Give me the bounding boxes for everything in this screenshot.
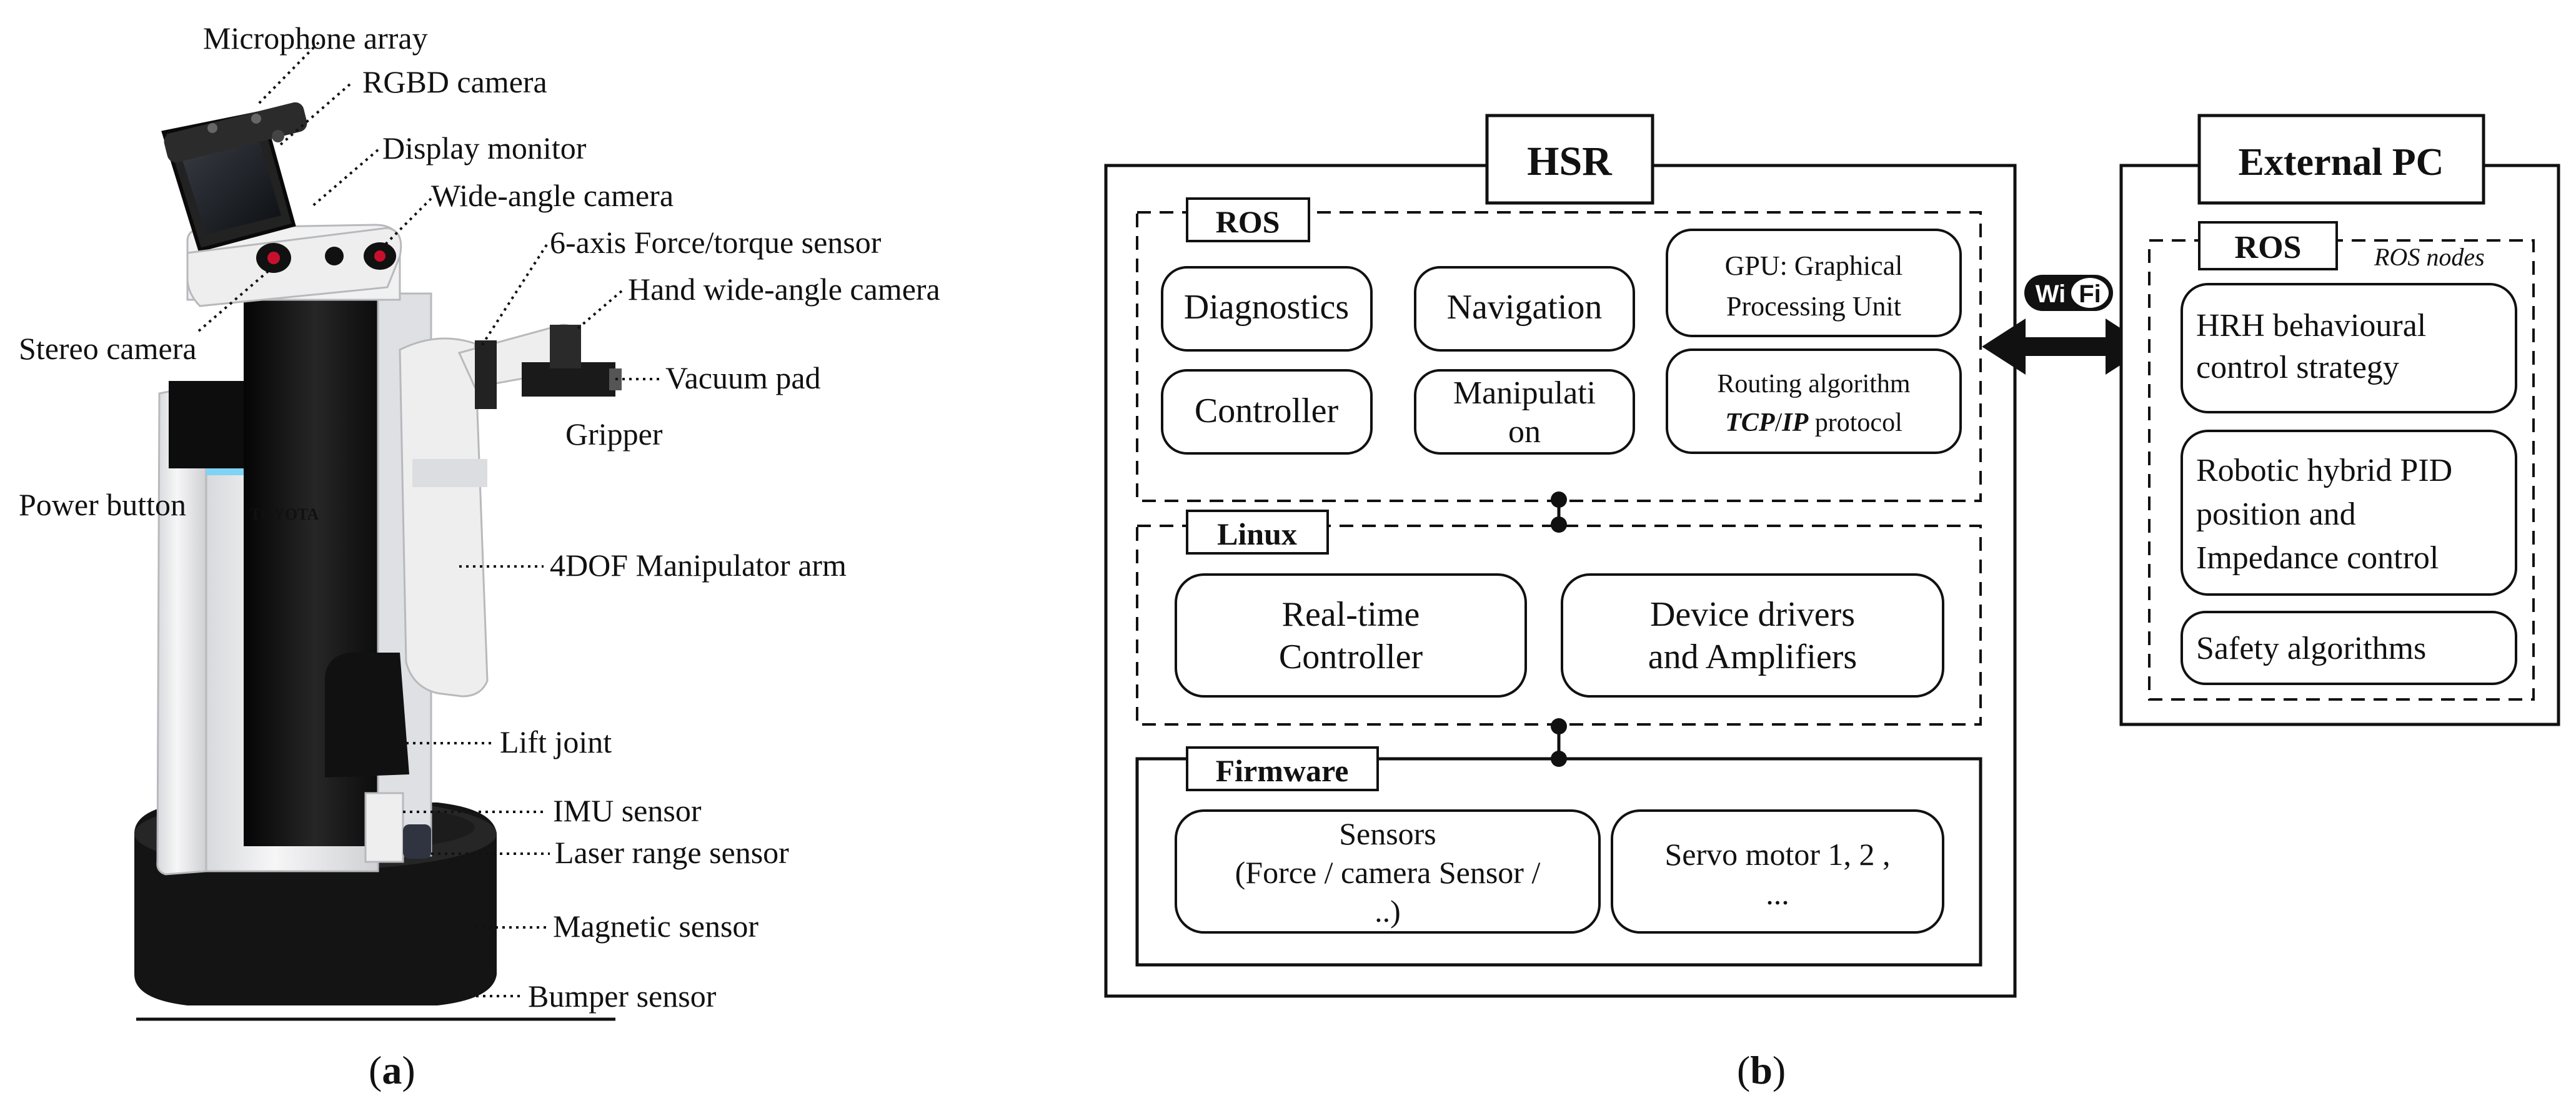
sensors-label-line2: (Force / camera Sensor / — [1235, 855, 1541, 890]
manipulator-arm — [399, 337, 489, 698]
hrh-strategy-node — [2181, 283, 2517, 413]
gpu-label-line2: Processing Unit — [1726, 291, 1901, 322]
label-magnetic-sensor: Magnetic sensor — [553, 909, 758, 944]
label-microphone-array: Microphone array — [203, 21, 428, 56]
pid-impedance-node — [2181, 430, 2517, 596]
label-power-button: Power button — [19, 487, 186, 522]
device-drivers-label-line1: Device drivers — [1650, 595, 1855, 634]
connector-ros-linux — [1551, 491, 1567, 533]
lift-joint — [325, 653, 409, 778]
external-pc-title-box — [2197, 114, 2485, 205]
external-ros-label: ROS — [2235, 230, 2302, 265]
label-gripper: Gripper — [565, 417, 663, 452]
leader-lines — [197, 41, 659, 997]
external-ros-label-box — [2198, 221, 2338, 270]
wifi-wi-text: Wi — [2036, 280, 2066, 308]
pid-label-line3: Impedance control — [2196, 540, 2439, 576]
navigation-node — [1414, 266, 1635, 352]
routing-label-line1: Routing algorithm — [1717, 370, 1910, 398]
robot-body-panel — [156, 383, 207, 876]
controller-node — [1161, 369, 1373, 455]
linux-label: Linux — [1217, 516, 1297, 551]
laser-range-sensor — [403, 824, 431, 859]
panel-a-labels: Microphone array RGBD camera Display mon… — [19, 21, 940, 1014]
servo-label-line2: ... — [1766, 876, 1789, 911]
label-display-monitor: Display monitor — [382, 131, 587, 165]
firmware-label: Firmware — [1216, 753, 1349, 788]
label-laser-range-sensor: Laser range sensor — [555, 835, 789, 870]
label-stereo-camera: Stereo camera — [19, 331, 197, 366]
manipulation-label-line2: on — [1508, 414, 1541, 450]
label-manipulator-arm: 4DOF Manipulator arm — [550, 548, 847, 583]
label-force-torque-sensor: 6-axis Force/torque sensor — [550, 225, 882, 260]
firmware-section — [1135, 757, 1982, 967]
servo-label-line1: Servo motor 1, 2 , — [1664, 837, 1890, 872]
realtime-label-line2: Controller — [1279, 638, 1423, 676]
external-ros-section — [2148, 239, 2535, 701]
diagnostics-node — [1161, 266, 1373, 352]
label-imu-sensor: IMU sensor — [553, 793, 702, 828]
sensors-node — [1175, 809, 1601, 934]
hrh-label-line1: HRH behavioural — [2196, 308, 2426, 343]
manipulation-label-line1: Manipulati — [1453, 375, 1596, 411]
label-hand-camera: Hand wide-angle camera — [628, 272, 940, 307]
caption-a: (a) — [369, 1048, 415, 1092]
sensors-label-line1: Sensors — [1339, 816, 1436, 851]
manipulation-node — [1414, 369, 1635, 455]
controller-label: Controller — [1195, 392, 1339, 430]
diagnostics-label: Diagnostics — [1184, 288, 1349, 327]
routing-node — [1666, 348, 1962, 454]
hsr-title: HSR — [1527, 139, 1613, 184]
external-pc-title: External PC — [2239, 141, 2444, 184]
gpu-node — [1666, 229, 1962, 337]
navigation-label: Navigation — [1447, 288, 1603, 327]
label-vacuum-pad: Vacuum pad — [665, 360, 821, 395]
safety-algorithms-node — [2181, 611, 2517, 685]
pid-label-line2: position and — [2196, 496, 2356, 532]
device-drivers-node — [1561, 573, 1944, 698]
pid-label-line1: Robotic hybrid PID — [2196, 453, 2452, 488]
routing-label-line2: TCP/IP protocol — [1725, 408, 1902, 437]
caption-b: (b) — [1737, 1048, 1786, 1092]
gpu-label-line1: GPU: Graphical — [1725, 250, 1903, 281]
brand-logo: TOYOTA — [250, 505, 319, 523]
safety-label: Safety algorithms — [2196, 631, 2426, 666]
wifi-icon: Wi Fi — [2024, 275, 2113, 311]
servo-motor-node — [1611, 809, 1944, 934]
firmware-label-box — [1186, 746, 1379, 791]
device-drivers-label-line2: and Amplifiers — [1648, 638, 1857, 676]
label-rgbd-camera: RGBD camera — [362, 64, 547, 99]
realtime-label-line1: Real-time — [1282, 595, 1420, 634]
hsr-title-box — [1485, 114, 1654, 205]
ros-label: ROS — [1216, 204, 1280, 239]
hrh-label-line2: control strategy — [2196, 350, 2399, 385]
bidirectional-arrow-icon — [1982, 318, 2149, 375]
label-bumper-sensor: Bumper sensor — [528, 979, 717, 1014]
linux-label-box — [1186, 510, 1329, 555]
ros-label-box — [1186, 197, 1310, 242]
ros-nodes-label: ROS nodes — [2374, 243, 2485, 271]
robot-illustration: TOYOTA — [134, 102, 622, 1021]
label-lift-joint: Lift joint — [500, 724, 612, 759]
sensors-label-line3: ..) — [1375, 894, 1401, 929]
label-wide-angle-camera: Wide-angle camera — [431, 178, 674, 213]
wifi-fi-text: Fi — [2079, 280, 2101, 308]
realtime-controller-node — [1175, 573, 1527, 698]
